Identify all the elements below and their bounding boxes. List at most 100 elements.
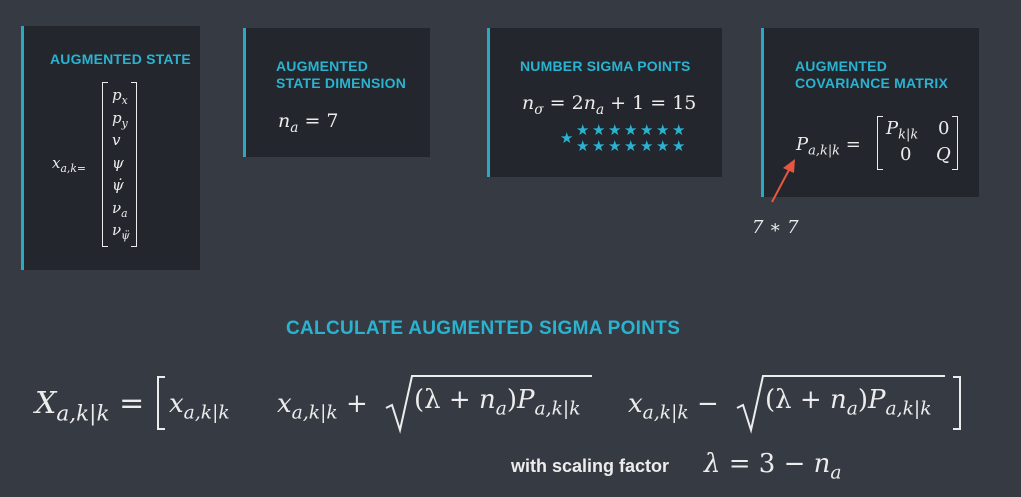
entry-base: p [112, 108, 122, 127]
card-sigma-points: NUMBER SIGMA POINTS nσ = 2na + 1 = 15 ★★… [487, 28, 722, 177]
lhs-sub: a,k|k [56, 401, 110, 427]
sqrt-plus [385, 375, 592, 434]
sigma-star-icon: ★ [560, 129, 574, 147]
term-mean: xa,k|k [169, 389, 230, 424]
sigma-star-icon: ★ [640, 121, 654, 139]
sigma-star-icon: ★ [608, 137, 622, 155]
lhs-var: X [35, 386, 57, 421]
matrix-right-bracket [952, 116, 958, 170]
entry-sub: y [121, 116, 128, 130]
radicand-p: P [868, 385, 886, 415]
var-n: n [278, 110, 291, 132]
radicand-n-sub: a [495, 398, 507, 420]
vector-entry: νψ̈ [112, 223, 130, 243]
card-title: AUGMENTED STATE [50, 51, 191, 67]
sqrt-minus [736, 375, 945, 434]
sigma-points-formula: nσ = 2na + 1 = 15 [522, 92, 696, 118]
eq: = [845, 134, 861, 155]
entry-base: ν [112, 221, 122, 239]
sigma-star-icon: ★ [576, 121, 590, 139]
vector-entry: px [112, 88, 128, 108]
card-title: NUMBER SIGMA POINTS [520, 58, 691, 74]
radicand-p: P [517, 385, 535, 415]
sub-a: a [830, 462, 842, 484]
radicand-n: n [478, 385, 496, 415]
radicand-open: (λ + [765, 385, 830, 415]
var-n: n [522, 92, 535, 114]
var-n: n [813, 449, 831, 479]
sigma-star-icon: ★ [576, 137, 590, 155]
lhs-sub: a,k|k [808, 143, 841, 159]
entry-base: ψ [112, 153, 124, 172]
matrix-r1c2: 0 [938, 118, 950, 139]
lhs-sub: a,k= [60, 161, 86, 175]
radicand-close: ) [857, 385, 868, 415]
main-equation-lhs: Xa,k|k = [35, 386, 144, 427]
lhs-var: P [796, 134, 809, 155]
vector-entry: py [112, 108, 128, 131]
radicand-plus: (λ + na)Pa,k|k [414, 385, 581, 420]
radicand-p-sub: a,k|k [534, 398, 581, 420]
vector-entry: ψ̇ [112, 178, 124, 193]
sub-a: a [290, 119, 299, 136]
radicand-open: (λ + [414, 385, 479, 415]
radicand-close: ) [506, 385, 517, 415]
state-dimension-formula: na = 7 [278, 110, 339, 136]
radicand-n-sub: a [846, 398, 858, 420]
x-sub: a,k|k [291, 402, 338, 424]
matrix-left-bracket [877, 116, 883, 170]
section-title: CALCULATE AUGMENTED SIGMA POINTS [286, 318, 681, 339]
x-sub: a,k|k [642, 402, 689, 424]
entry-base: v [112, 131, 121, 149]
vector-entry: ψ [112, 153, 124, 172]
eq: = 3 − [728, 449, 806, 479]
vector-left-bracket [102, 82, 108, 247]
card-title-line2: COVARIANCE MATRIX [795, 75, 948, 91]
equation-left-bracket [157, 376, 165, 430]
equation-right-bracket [953, 376, 961, 430]
lhs-var: x [52, 154, 61, 172]
matrix-r1c1: Pk|k [886, 118, 918, 143]
card-title-line1: AUGMENTED [795, 58, 888, 74]
r1c1-var: P [886, 118, 899, 139]
sigma-star-icon: ★ [608, 121, 622, 139]
matrix-r2c2: Q [936, 144, 951, 165]
augmented-state-lhs: xa,k= [52, 154, 86, 175]
covariance-lhs: Pa,k|k = [796, 134, 861, 159]
card-state-dimension: AUGMENTED STATE DIMENSION na = 7 [243, 28, 430, 157]
eq: = [119, 386, 145, 421]
r1c1-sub: k|k [898, 127, 919, 143]
card-covariance: AUGMENTED COVARIANCE MATRIX Pa,k|k = Pk|… [761, 28, 979, 197]
matrix-r2c1: 0 [900, 144, 912, 165]
entry-base: ν [112, 198, 122, 217]
rhs-sub: a [595, 101, 605, 118]
radicand-minus: (λ + na)Pa,k|k [765, 385, 932, 420]
entry-sub: ψ̈ [121, 228, 130, 242]
rhs-b: + 1 = 15 [610, 92, 697, 114]
rhs: = 7 [304, 110, 339, 132]
sigma-star-icon: ★ [592, 137, 606, 155]
scaling-label: with scaling factor [511, 456, 670, 476]
vector-right-bracket [131, 82, 137, 247]
rhs-a: = 2 [549, 92, 584, 114]
entry-base: ψ̇ [112, 176, 124, 194]
sub-sigma: σ [534, 101, 544, 118]
plus: + [346, 389, 368, 419]
x-var: x [277, 389, 292, 419]
rhs-var: n [583, 92, 596, 114]
entry-sub: a [121, 206, 128, 220]
sigma-star-icon: ★ [656, 137, 670, 155]
sigma-star-icon: ★ [592, 121, 606, 139]
sigma-star-icon: ★ [624, 137, 638, 155]
sigma-star-icon: ★ [656, 121, 670, 139]
vector-entry: νa [112, 198, 128, 221]
x-var: x [628, 389, 643, 419]
size-annotation: 7 ∗ 7 [752, 217, 799, 238]
lambda: λ [704, 449, 721, 479]
radicand-n: n [829, 385, 847, 415]
minus: − [697, 389, 719, 419]
term-minus: xa,k|k − [628, 389, 719, 424]
x-sub: a,k|k [183, 402, 230, 424]
scaling-formula: λ = 3 − na [704, 449, 842, 484]
